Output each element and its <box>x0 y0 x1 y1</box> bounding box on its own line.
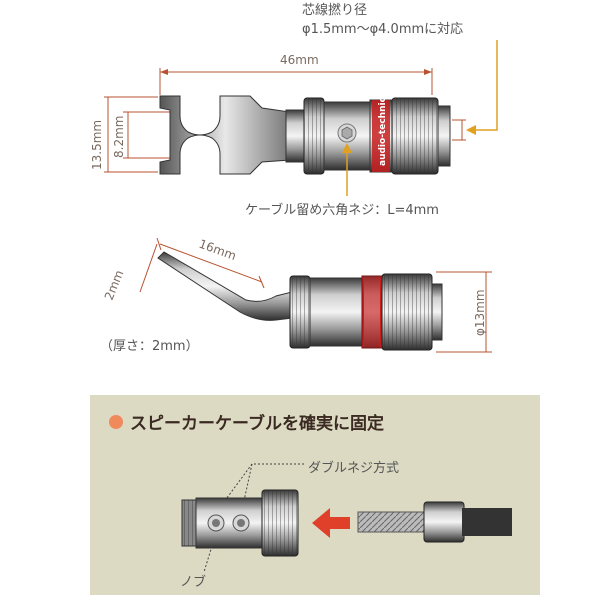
feature-panel: スピーカーケーブルを確実に固定 ダブルネジ方式 ノブ <box>90 395 540 595</box>
gap-dimension: 8.2mm <box>112 111 172 159</box>
bullet-icon <box>109 415 123 429</box>
length-dimension: 46mm <box>159 53 433 95</box>
wire-diameter-mark <box>452 119 466 141</box>
thickness-label: （厚さ：2mm） <box>100 339 199 354</box>
screw-note: ケーブル留め六角ネジ：L=4mm <box>245 202 439 218</box>
connector-cutaway <box>181 489 299 557</box>
prong-width-label: 2mm <box>102 268 127 302</box>
gap-label: 8.2mm <box>112 116 126 158</box>
brand-logo: audio-technica <box>378 91 388 166</box>
height-dimension: 13.5mm <box>90 96 158 173</box>
length-label: 46mm <box>280 53 319 67</box>
spade-prong-side <box>157 251 293 321</box>
spade-fork <box>159 95 291 175</box>
speaker-cable <box>357 501 512 543</box>
height-label: 13.5mm <box>90 120 104 170</box>
insert-arrow <box>312 508 350 538</box>
knob-label: ノブ <box>180 574 206 590</box>
screw-note-arrow <box>342 143 352 196</box>
top-plug-diagram: 46mm 13.5mm 8.2mm audio-technica <box>90 2 498 218</box>
side-plug-diagram: 16mm 2mm φ13mm （厚さ：2mm） <box>100 237 492 354</box>
core-wire-note-arrow <box>466 40 498 135</box>
prong-length-label: 16mm <box>197 237 238 263</box>
core-wire-note-line1: 芯線撚り径 <box>302 2 367 18</box>
panel-title: スピーカーケーブルを確実に固定 <box>130 413 384 434</box>
double-screw-label: ダブルネジ方式 <box>308 460 399 476</box>
core-wire-note-line2: φ1.5mm～φ4.0mmに対応 <box>302 22 463 37</box>
diameter-label: φ13mm <box>473 289 487 336</box>
